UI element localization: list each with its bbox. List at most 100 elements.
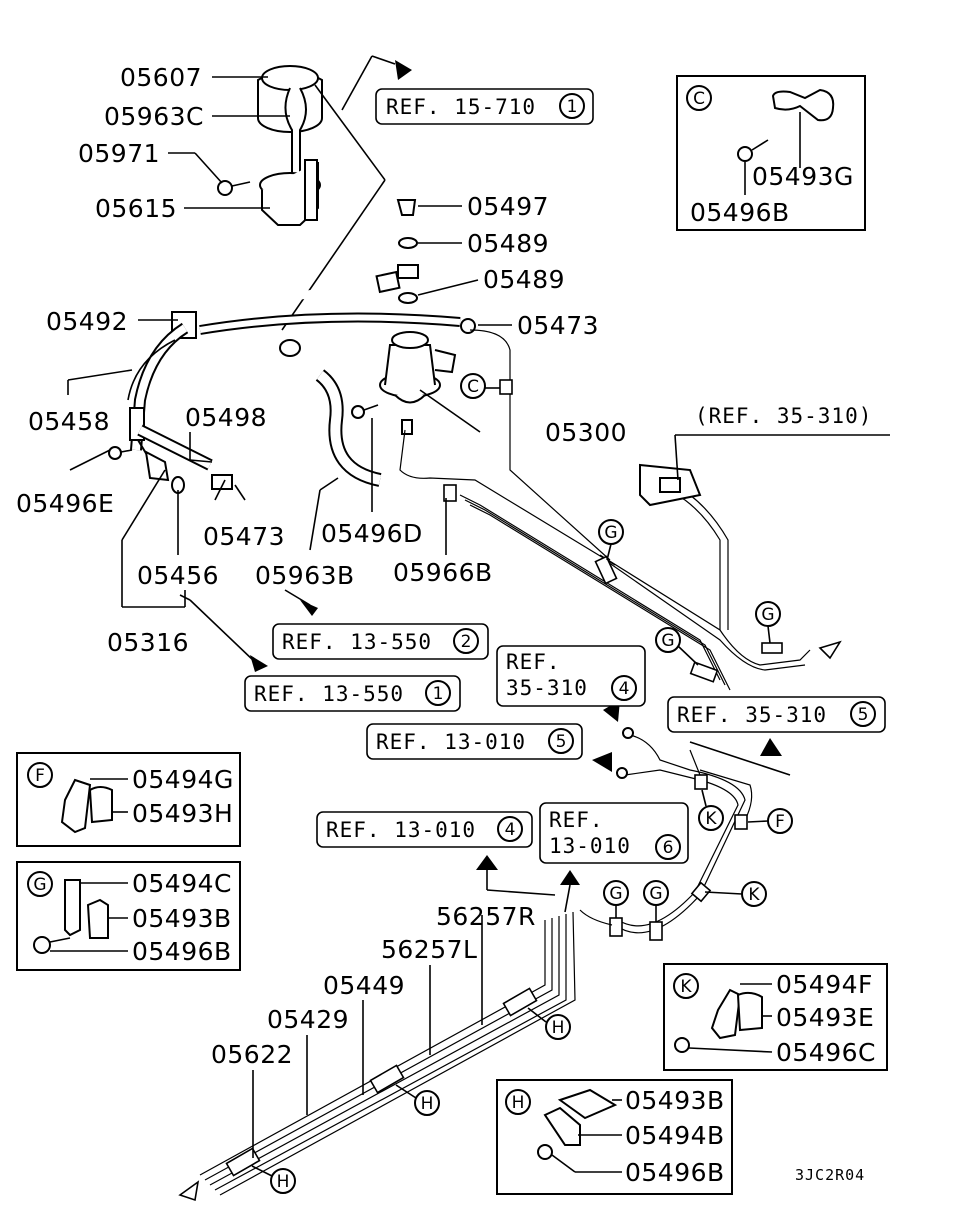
label-05492: 05492 [46,307,128,336]
ref-15-710[interactable]: REF. 15-710 1 [375,88,594,125]
svg-text:REF. 13-010: REF. 13-010 [326,818,476,842]
svg-text:G: G [649,884,662,904]
svg-text:REF. 15-710: REF. 15-710 [386,95,536,119]
ref-35-310-4[interactable]: REF. 35-310 4 [496,645,646,707]
label-05607: 05607 [120,63,202,92]
callout-g-5[interactable]: G [643,880,669,922]
fuel-filter-assembly [217,65,323,226]
label-05971: 05971 [78,139,160,168]
detail-box-k: K 05494F 05493E 05496C [663,963,888,1071]
svg-text:G: G [661,631,674,651]
svg-text:G: G [604,523,617,543]
ref-35-310-top[interactable]: (REF. 35-310) [695,404,872,428]
svg-text:REF.: REF. [549,808,604,832]
detail-box-c: C 05493G 05496B [676,75,866,231]
detail-box-f: F 05494G 05493H [16,752,241,847]
svg-text:H: H [421,1094,434,1114]
callout-h-1[interactable]: H [527,1007,571,1040]
ref-13-550-2[interactable]: REF. 13-550 2 [272,623,489,660]
svg-text:K: K [680,977,692,997]
underbody-lines [199,909,613,1196]
label-05496E: 05496E [16,489,114,518]
ref-13-010-6[interactable]: REF. 13-010 6 [539,802,689,864]
label-05473-b: 05473 [203,522,285,551]
callout-g-4[interactable]: G [603,880,629,918]
svg-text:H: H [552,1018,565,1038]
svg-text:35-310: 35-310 [506,676,588,700]
svg-text:2: 2 [461,632,472,652]
detail-box-g: G 05494C 05493B 05496B [16,861,241,971]
svg-text:H: H [512,1093,525,1113]
callout-f[interactable]: F [747,808,793,834]
label-05489-a: 05489 [467,229,549,258]
label-05449: 05449 [323,971,405,1000]
svg-text:05494G: 05494G [132,765,234,794]
svg-text:4: 4 [505,820,516,840]
svg-text:05496B: 05496B [132,937,232,966]
label-05316: 05316 [107,628,189,657]
svg-text:1: 1 [433,684,444,704]
svg-text:5: 5 [858,705,869,725]
svg-text:C: C [467,377,479,397]
ref-13-010-5[interactable]: REF. 13-010 5 [366,723,583,760]
svg-text:K: K [748,885,760,905]
svg-text:C: C [693,89,705,109]
svg-text:K: K [705,809,717,829]
callout-h-3[interactable]: H [251,1165,296,1194]
label-56257R: 56257R [436,902,536,931]
fuel-hose-main [108,270,461,494]
label-05456: 05456 [137,561,219,590]
svg-text:G: G [33,875,46,895]
ref-13-550-1[interactable]: REF. 13-550 1 [244,675,461,712]
svg-text:05496B: 05496B [625,1158,725,1187]
svg-text:REF. 13-550: REF. 13-550 [254,682,404,706]
label-05622: 05622 [211,1040,293,1069]
label-05963C: 05963C [104,102,204,131]
svg-text:05496B: 05496B [690,198,790,227]
svg-text:F: F [775,812,785,832]
svg-text:REF.: REF. [506,650,561,674]
label-05963B: 05963B [255,561,355,590]
svg-text:G: G [609,884,622,904]
svg-text:5: 5 [556,732,567,752]
callout-g-3[interactable]: G [755,601,781,644]
callout-c[interactable]: C [460,373,500,399]
callout-g-2[interactable]: G [655,627,699,666]
label-05489-b: 05489 [483,265,565,294]
callout-h-2[interactable]: H [395,1084,440,1116]
fuel-pump-05300 [351,331,457,435]
svg-text:4: 4 [619,679,630,699]
svg-text:6: 6 [663,838,674,858]
callout-g-1[interactable]: G [598,519,624,561]
label-56257L: 56257L [381,935,477,964]
svg-text:REF. 13-010: REF. 13-010 [376,730,526,754]
label-05496D: 05496D [321,519,423,548]
label-05458: 05458 [28,407,110,436]
label-05966B: 05966B [393,558,493,587]
svg-text:05493B: 05493B [132,904,232,933]
svg-text:13-010: 13-010 [549,834,631,858]
svg-text:REF. 35-310: REF. 35-310 [677,703,827,727]
callout-k-2[interactable]: K [704,881,767,907]
svg-text:05494C: 05494C [132,869,232,898]
label-05429: 05429 [267,1005,349,1034]
callout-k-1[interactable]: K [698,789,724,831]
svg-text:05496C: 05496C [776,1038,876,1067]
svg-text:05494B: 05494B [625,1121,725,1150]
label-05473-a: 05473 [517,311,599,340]
label-05615: 05615 [95,194,177,223]
svg-text:05494F: 05494F [776,970,873,999]
ref-35-310-5[interactable]: REF. 35-310 5 [667,696,886,733]
svg-text:05493B: 05493B [625,1086,725,1115]
drawing-code: 3JC2R04 [795,1166,865,1184]
label-05300: 05300 [545,418,627,447]
label-05497: 05497 [467,192,549,221]
label-05498: 05498 [185,403,267,432]
svg-text:F: F [35,766,45,786]
svg-text:REF. 13-550: REF. 13-550 [282,630,432,654]
svg-text:H: H [277,1172,290,1192]
ref-13-010-4[interactable]: REF. 13-010 4 [316,811,533,848]
svg-text:05493G: 05493G [752,162,854,191]
svg-text:G: G [761,605,774,625]
